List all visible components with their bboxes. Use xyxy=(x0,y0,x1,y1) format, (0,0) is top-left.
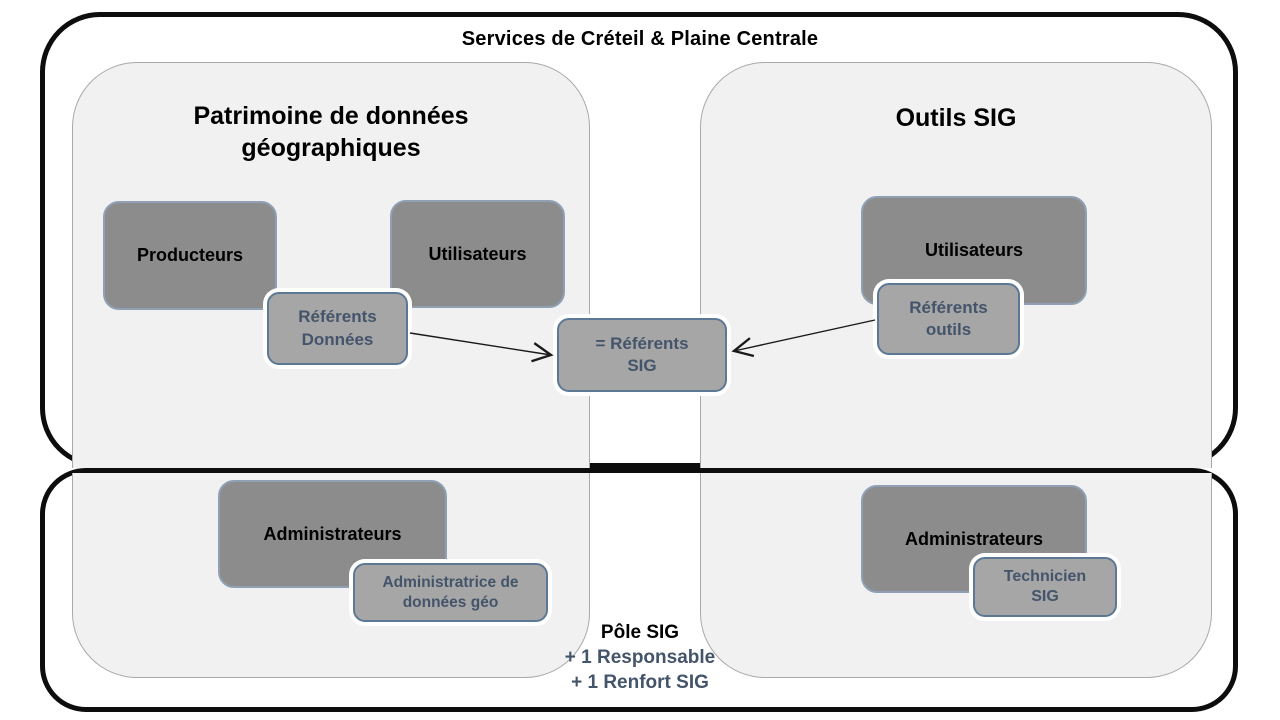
pole-sig-renfort: + 1 Renfort SIG xyxy=(571,672,709,693)
pole-sig-title: Pôle SIG xyxy=(600,622,680,643)
box-producteurs-label: Producteurs xyxy=(136,245,244,265)
services-container-top xyxy=(40,12,1238,468)
panel-title-outils: Outils SIG xyxy=(895,104,1017,132)
panel-title-patrimoine: Patrimoine de données géographiques xyxy=(193,102,469,162)
box-administrateurs-donnees-label: Administrateurs xyxy=(263,523,402,544)
box-utilisateurs-donnees-label: Utilisateurs xyxy=(428,243,527,264)
services-container-bottom xyxy=(40,468,1238,712)
box-referents-outils: Référents outils xyxy=(877,283,1020,355)
box-administrateurs-outils-label: Administrateurs xyxy=(904,528,1044,549)
diagram-title: Services de Créteil & Plaine Centrale xyxy=(461,28,819,50)
box-referents-sig: = Référents SIG xyxy=(557,318,727,392)
pole-sig-block: Pôle SIG + 1 Responsable + 1 Renfort SIG xyxy=(440,620,840,695)
box-utilisateurs-donnees: Utilisateurs xyxy=(390,200,565,308)
box-administratrice-donnees-geo: Administratrice de données géo xyxy=(353,563,548,622)
box-utilisateurs-outils-label: Utilisateurs xyxy=(924,240,1024,260)
pole-sig-responsable: + 1 Responsable xyxy=(564,647,716,668)
box-producteurs: Producteurs xyxy=(103,201,277,310)
box-technicien-sig: Technicien SIG xyxy=(973,557,1117,617)
box-referents-donnees: Référents Données xyxy=(267,292,408,365)
